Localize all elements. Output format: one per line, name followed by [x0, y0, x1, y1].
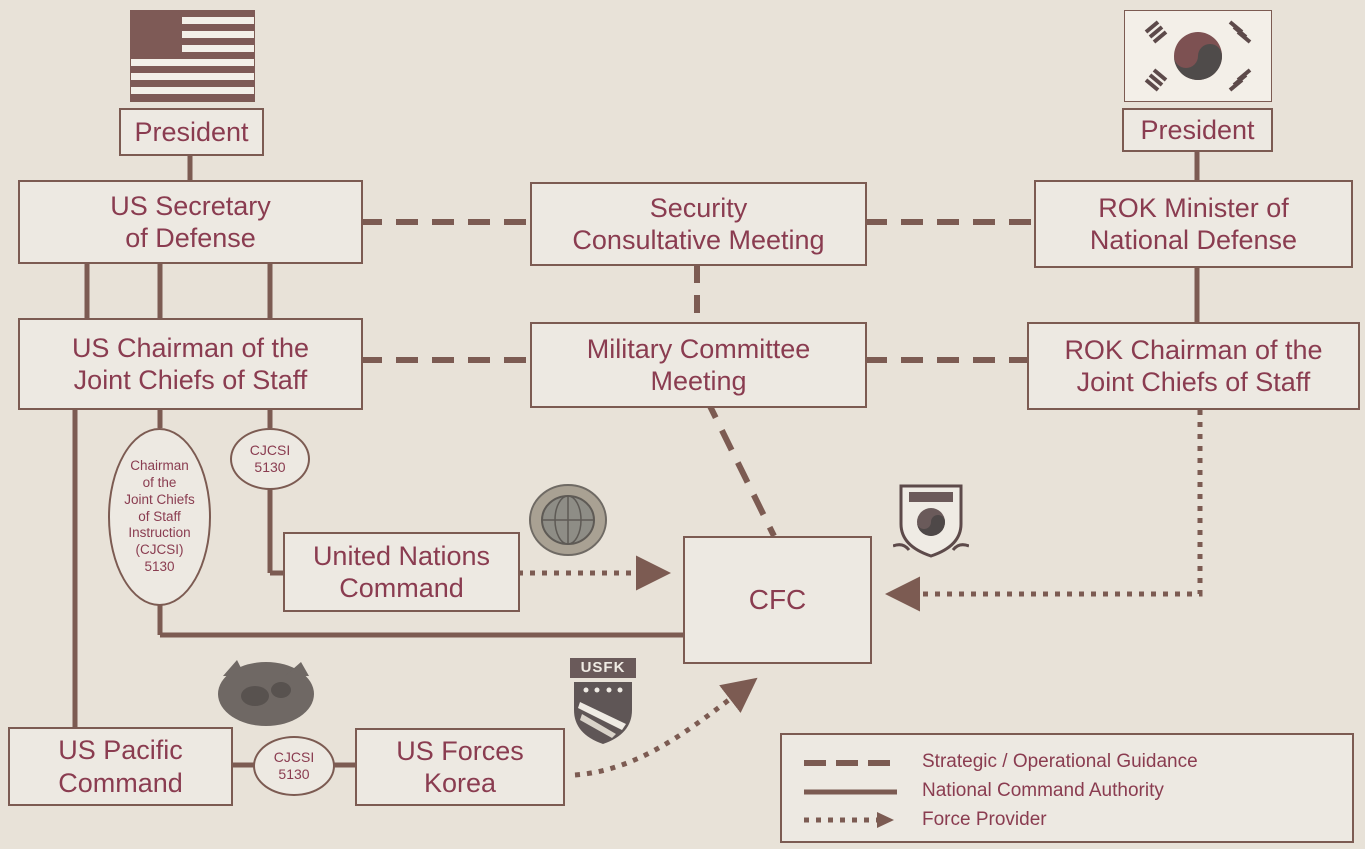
- dash-mcm-cfc: [703, 396, 777, 538]
- united-nations-command-box: United Nations Command: [283, 532, 520, 612]
- cfc-box: CFC: [683, 536, 872, 664]
- cjcsi-5130-lower-oval: CJCSI 5130: [253, 736, 335, 796]
- legend-national-command-authority: National Command Authority: [922, 780, 1164, 801]
- cjcsi-5130-upper-oval: CJCSI 5130: [230, 428, 310, 490]
- legend-force-provider: Force Provider: [922, 809, 1047, 830]
- us-flag-icon: [130, 10, 255, 102]
- korea-flag-icon: [1124, 10, 1272, 102]
- rok-chairman-joint-chiefs-box: ROK Chairman of the Joint Chiefs of Staf…: [1027, 322, 1360, 410]
- dot-rokjcs-cfc: [885, 410, 1203, 612]
- legend-strategic-operational-guidance: Strategic / Operational Guidance: [922, 751, 1198, 772]
- us-forces-korea-box: US Forces Korea: [355, 728, 565, 806]
- cjcsi-5130-large-oval: Chairman of the Joint Chiefs of Staff In…: [108, 428, 211, 606]
- legend: Strategic / Operational Guidance Nationa…: [780, 733, 1354, 843]
- pacom-emblem-icon: [218, 660, 314, 726]
- usfk-emblem-label: USFK: [570, 658, 636, 678]
- un-emblem-icon: [529, 484, 607, 556]
- military-committee-meeting-box: Military Committee Meeting: [530, 322, 867, 408]
- legend-swatches: [804, 760, 897, 828]
- us-president-box: President: [119, 108, 264, 156]
- us-secretary-of-defense-box: US Secretary of Defense: [18, 180, 363, 264]
- usfk-shield-icon: [574, 682, 632, 744]
- rok-president-box: President: [1122, 108, 1273, 152]
- us-chairman-joint-chiefs-box: US Chairman of the Joint Chiefs of Staff: [18, 318, 363, 410]
- security-consultative-meeting-box: Security Consultative Meeting: [530, 182, 867, 266]
- rok-minister-of-national-defense-box: ROK Minister of National Defense: [1034, 180, 1353, 268]
- cfc-emblem-icon: [893, 484, 969, 558]
- us-pacific-command-box: US Pacific Command: [8, 727, 233, 806]
